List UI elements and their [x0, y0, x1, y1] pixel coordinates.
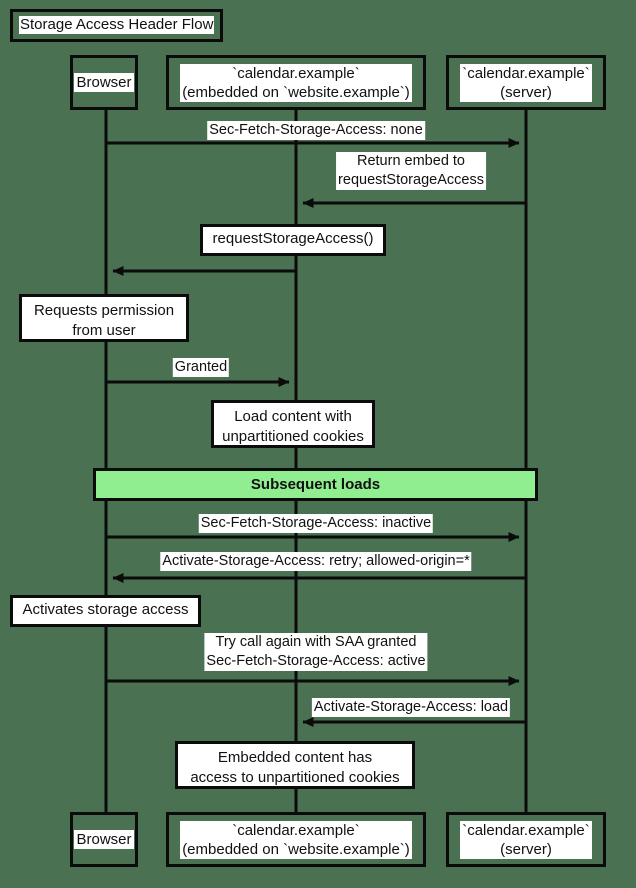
- participant-embed-top-label: `calendar.example` (embedded on `website…: [180, 63, 412, 102]
- note-requests-permission: Requests permission from user: [19, 294, 189, 342]
- section-band-subsequent-loads: Subsequent loads: [93, 468, 538, 501]
- participant-server-top-label: `calendar.example` (server): [460, 63, 592, 102]
- message-label-m1: Sec-Fetch-Storage-Access: none: [207, 121, 425, 140]
- participant-browser-bottom[interactable]: Browser: [70, 812, 138, 867]
- message-label-m5: Sec-Fetch-Storage-Access: inactive: [198, 514, 434, 533]
- section-band-label: Subsequent loads: [250, 476, 381, 493]
- message-label-m6: Activate-Storage-Access: retry; allowed-…: [160, 552, 472, 571]
- participant-browser-bottom-label: Browser: [74, 830, 134, 849]
- participant-server-top[interactable]: `calendar.example` (server): [446, 55, 606, 110]
- participant-embed-bottom[interactable]: `calendar.example` (embedded on `website…: [166, 812, 426, 867]
- message-label-m7: Try call again with SAA granted Sec-Fetc…: [204, 633, 428, 671]
- participant-server-bottom-label: `calendar.example` (server): [460, 820, 592, 859]
- note-load-content: Load content with unpartitioned cookies: [211, 400, 375, 448]
- participant-server-bottom[interactable]: `calendar.example` (server): [446, 812, 606, 867]
- message-label-m2: Return embed to requestStorageAccess: [336, 152, 486, 190]
- message-label-m8: Activate-Storage-Access: load: [311, 698, 511, 717]
- participant-embed-top[interactable]: `calendar.example` (embedded on `website…: [166, 55, 426, 110]
- diagram-title-box: Storage Access Header Flow: [10, 9, 224, 42]
- note-activates-storage-access: Activates storage access: [10, 595, 201, 627]
- note-embedded-content-access: Embedded content has access to unpartiti…: [175, 741, 415, 789]
- page-title: Storage Access Header Flow: [19, 16, 215, 34]
- participant-browser-top-label: Browser: [74, 73, 134, 92]
- message-label-m4: Granted: [172, 358, 230, 377]
- participant-browser-top[interactable]: Browser: [70, 55, 138, 110]
- message-box-m3: requestStorageAccess(): [200, 224, 386, 256]
- participant-embed-bottom-label: `calendar.example` (embedded on `website…: [180, 820, 412, 859]
